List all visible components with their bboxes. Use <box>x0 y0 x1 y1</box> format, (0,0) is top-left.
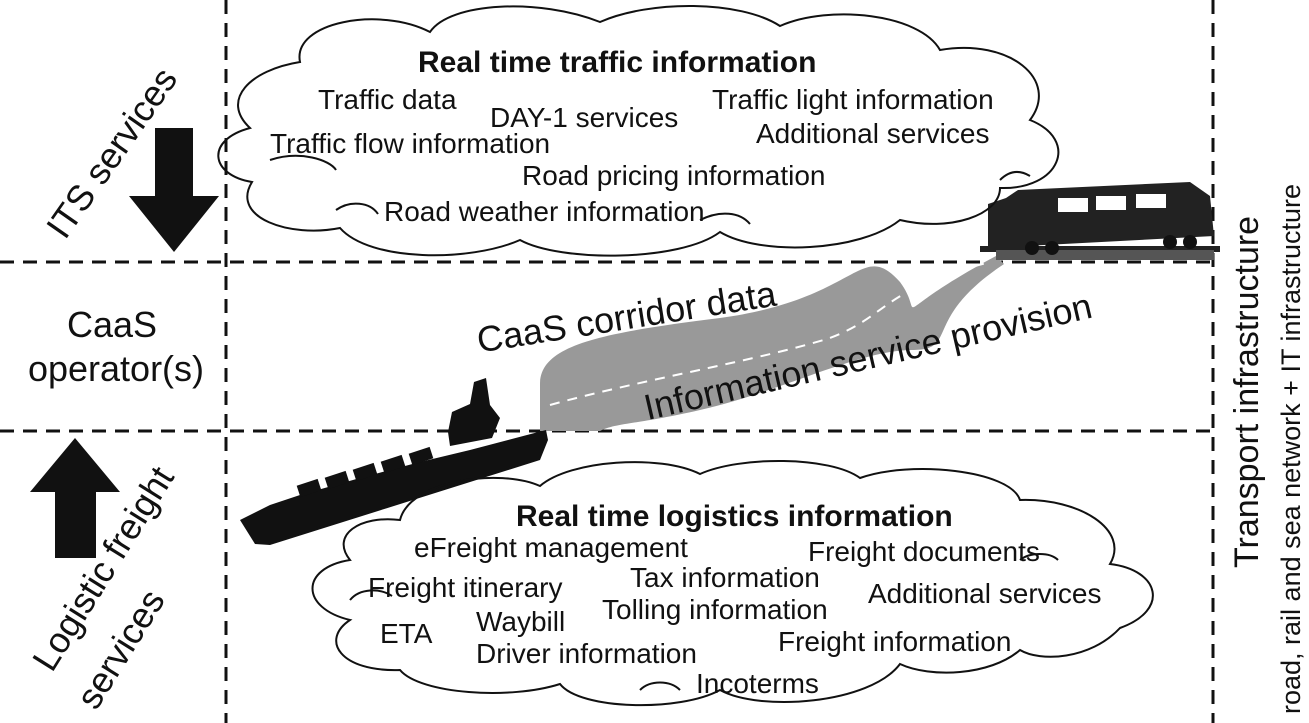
traffic-item: DAY-1 services <box>490 102 679 133</box>
logistics-item: ETA <box>380 618 433 649</box>
road-icon <box>540 256 1004 431</box>
logistics-item: Driver information <box>476 638 697 669</box>
logistics-item: Freight documents <box>808 536 1040 567</box>
logistics-item: Incoterms <box>696 668 819 699</box>
logistics-cloud-title: Real time logistics information <box>516 500 953 533</box>
traffic-item: Traffic flow information <box>270 128 551 159</box>
logistics-item: Tolling information <box>602 594 828 625</box>
logistics-item: Freight itinerary <box>368 572 563 603</box>
caas-operators-label-line1: CaaS <box>66 304 158 345</box>
traffic-item: Road weather information <box>384 196 705 227</box>
traffic-item: Traffic light information <box>712 84 994 115</box>
ship-icon <box>240 378 548 545</box>
train-icon <box>980 182 1220 260</box>
traffic-cloud-title: Real time traffic information <box>418 46 817 79</box>
logistics-cloud <box>311 460 1154 707</box>
traffic-item: Additional services <box>756 118 990 149</box>
transport-infrastructure-label: Transport infrastructure <box>1228 215 1266 568</box>
logistics-item: Waybill <box>476 606 566 637</box>
logistics-item: Additional services <box>868 578 1102 609</box>
logistics-item: Freight information <box>778 626 1012 657</box>
traffic-cloud <box>217 5 1060 257</box>
down-arrow-icon <box>129 128 219 252</box>
traffic-item: Road pricing information <box>522 160 826 191</box>
traffic-item: Traffic data <box>318 84 457 115</box>
logistics-item: Tax information <box>630 562 820 593</box>
caas-operators-label-line2: operator(s) <box>27 348 205 389</box>
network-infrastructure-label: road, rail and sea network + IT infrastr… <box>1276 183 1306 714</box>
up-arrow-icon <box>30 438 120 558</box>
logistics-item: eFreight management <box>414 532 688 563</box>
